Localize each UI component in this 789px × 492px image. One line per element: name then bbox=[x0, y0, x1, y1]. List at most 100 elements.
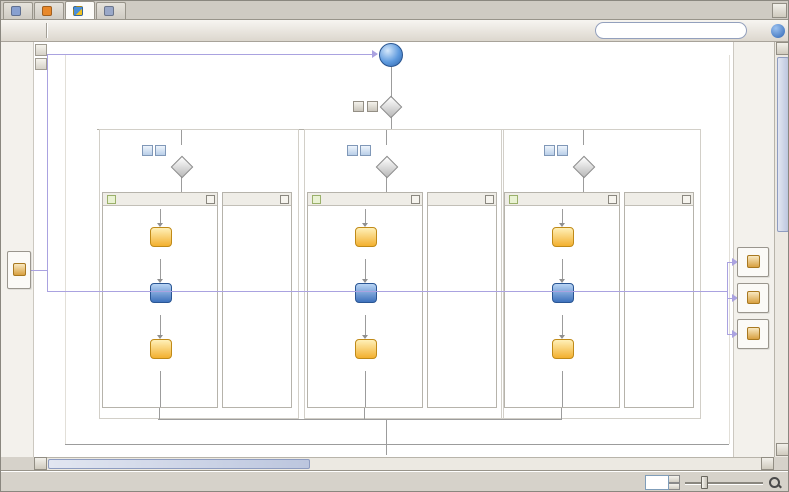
invoke-activity[interactable] bbox=[552, 283, 574, 303]
collapse-icon[interactable] bbox=[485, 194, 494, 204]
connector-line bbox=[181, 176, 182, 192]
collapse-icon[interactable] bbox=[411, 194, 420, 204]
composite-file-icon bbox=[42, 6, 52, 16]
document-tab-bar bbox=[1, 1, 788, 20]
case-section bbox=[504, 192, 620, 408]
connector-line bbox=[391, 67, 392, 99]
scroll-left-button[interactable] bbox=[34, 457, 47, 470]
horizontal-scrollbar[interactable] bbox=[34, 457, 774, 470]
process-settings-button[interactable] bbox=[30, 22, 40, 40]
collapse-icon[interactable] bbox=[206, 194, 215, 204]
collapse-icon[interactable] bbox=[682, 194, 691, 204]
assign-activity[interactable] bbox=[355, 227, 377, 247]
spin-down-icon[interactable] bbox=[669, 482, 680, 490]
flow-arrow-icon bbox=[559, 335, 565, 342]
sensor-icon[interactable] bbox=[557, 145, 568, 156]
expand-all-button[interactable] bbox=[53, 22, 61, 40]
arrow-right-icon bbox=[732, 330, 742, 338]
palette-icon[interactable] bbox=[35, 44, 47, 56]
switch-activity[interactable] bbox=[375, 155, 399, 179]
validate-button[interactable] bbox=[6, 22, 16, 40]
bpel-file-icon bbox=[73, 5, 83, 16]
otherwise-header bbox=[625, 193, 693, 206]
case-section bbox=[307, 192, 423, 408]
zoom-slider-thumb[interactable] bbox=[701, 476, 708, 489]
assign-activity[interactable] bbox=[552, 227, 574, 247]
scroll-right-button[interactable] bbox=[761, 457, 774, 470]
zoom-slider[interactable] bbox=[685, 475, 763, 490]
scroll-down-button[interactable] bbox=[776, 443, 788, 456]
monitor-icon[interactable] bbox=[544, 145, 555, 156]
structure-icon[interactable] bbox=[35, 58, 47, 70]
connector-line bbox=[391, 115, 392, 129]
flow-line bbox=[365, 315, 366, 335]
partner-link-icon bbox=[12, 263, 26, 276]
flow-line bbox=[562, 259, 563, 279]
switch-activity[interactable] bbox=[170, 155, 194, 179]
search-input[interactable] bbox=[608, 24, 740, 37]
sensor-icon[interactable] bbox=[360, 145, 371, 156]
flow-arrow-icon bbox=[157, 223, 163, 230]
toolbar-separator bbox=[46, 23, 47, 38]
switch-activity[interactable] bbox=[572, 155, 596, 179]
partner-link-airline-3[interactable] bbox=[737, 319, 769, 349]
partner-link-fids[interactable] bbox=[7, 251, 31, 289]
receive-activity[interactable] bbox=[379, 43, 403, 67]
collapse-all-button[interactable] bbox=[63, 22, 71, 40]
flow-branch-1 bbox=[99, 129, 299, 420]
otherwise-section[interactable] bbox=[427, 192, 497, 408]
flow-line bbox=[562, 371, 563, 407]
sensor-icon[interactable] bbox=[155, 145, 166, 156]
transform-activity[interactable] bbox=[355, 339, 377, 359]
connector-line bbox=[583, 176, 584, 192]
partner-link-airline-2[interactable] bbox=[737, 283, 769, 313]
monitor-icon[interactable] bbox=[347, 145, 358, 156]
monitor-icon[interactable] bbox=[142, 145, 153, 156]
tab-bpel-fids-bpel[interactable] bbox=[65, 1, 95, 19]
tab-transformation-xsl[interactable] bbox=[96, 2, 126, 19]
magnifier-icon[interactable] bbox=[768, 476, 782, 490]
invoke-activity[interactable] bbox=[150, 283, 172, 303]
help-button[interactable] bbox=[771, 23, 785, 38]
zoom-value[interactable] bbox=[645, 475, 669, 490]
invoke-activity[interactable] bbox=[355, 283, 377, 303]
collapse-icon[interactable] bbox=[608, 194, 617, 204]
partner-link-line bbox=[47, 291, 727, 292]
transform-activity[interactable] bbox=[150, 339, 172, 359]
collapse-icon[interactable] bbox=[280, 194, 289, 204]
xsl-file-icon bbox=[104, 6, 114, 16]
tab-fidsapp-jws[interactable] bbox=[3, 2, 33, 19]
condition-edit-icon[interactable] bbox=[509, 194, 518, 204]
monitor-icon[interactable] bbox=[353, 101, 364, 112]
partner-link-airline-1[interactable] bbox=[737, 247, 769, 277]
flow-arrow-icon bbox=[362, 223, 368, 230]
switch-activity[interactable] bbox=[379, 95, 403, 119]
partner-link-line bbox=[47, 54, 377, 55]
arrow-right-icon bbox=[372, 50, 382, 58]
flow-arrow-icon bbox=[157, 279, 163, 286]
condition-edit-icon[interactable] bbox=[107, 194, 116, 204]
arrow-right-icon bbox=[732, 258, 742, 266]
connector-line bbox=[386, 444, 387, 455]
horizontal-scroll-thumb[interactable] bbox=[48, 459, 310, 469]
partner-link-line bbox=[47, 54, 48, 291]
flag-icon[interactable] bbox=[367, 101, 378, 112]
transform-activity[interactable] bbox=[552, 339, 574, 359]
flow-branch-3 bbox=[501, 129, 701, 420]
activity-mini-toolbar bbox=[353, 101, 378, 112]
otherwise-section[interactable] bbox=[624, 192, 694, 408]
activity-mini-toolbar bbox=[142, 145, 168, 156]
tab-list-dropdown-button[interactable] bbox=[772, 3, 787, 18]
zoom-slider-track[interactable] bbox=[685, 482, 763, 484]
scroll-up-button[interactable] bbox=[776, 42, 788, 55]
vertical-scroll-thumb[interactable] bbox=[777, 57, 788, 232]
otherwise-section[interactable] bbox=[222, 192, 292, 408]
connector-line bbox=[583, 130, 584, 145]
markers-button[interactable] bbox=[18, 22, 28, 40]
condition-edit-icon[interactable] bbox=[312, 194, 321, 204]
vertical-scrollbar[interactable] bbox=[774, 42, 788, 457]
assign-activity[interactable] bbox=[150, 227, 172, 247]
spin-up-icon[interactable] bbox=[669, 475, 680, 483]
tab-composite-xml[interactable] bbox=[34, 2, 64, 19]
